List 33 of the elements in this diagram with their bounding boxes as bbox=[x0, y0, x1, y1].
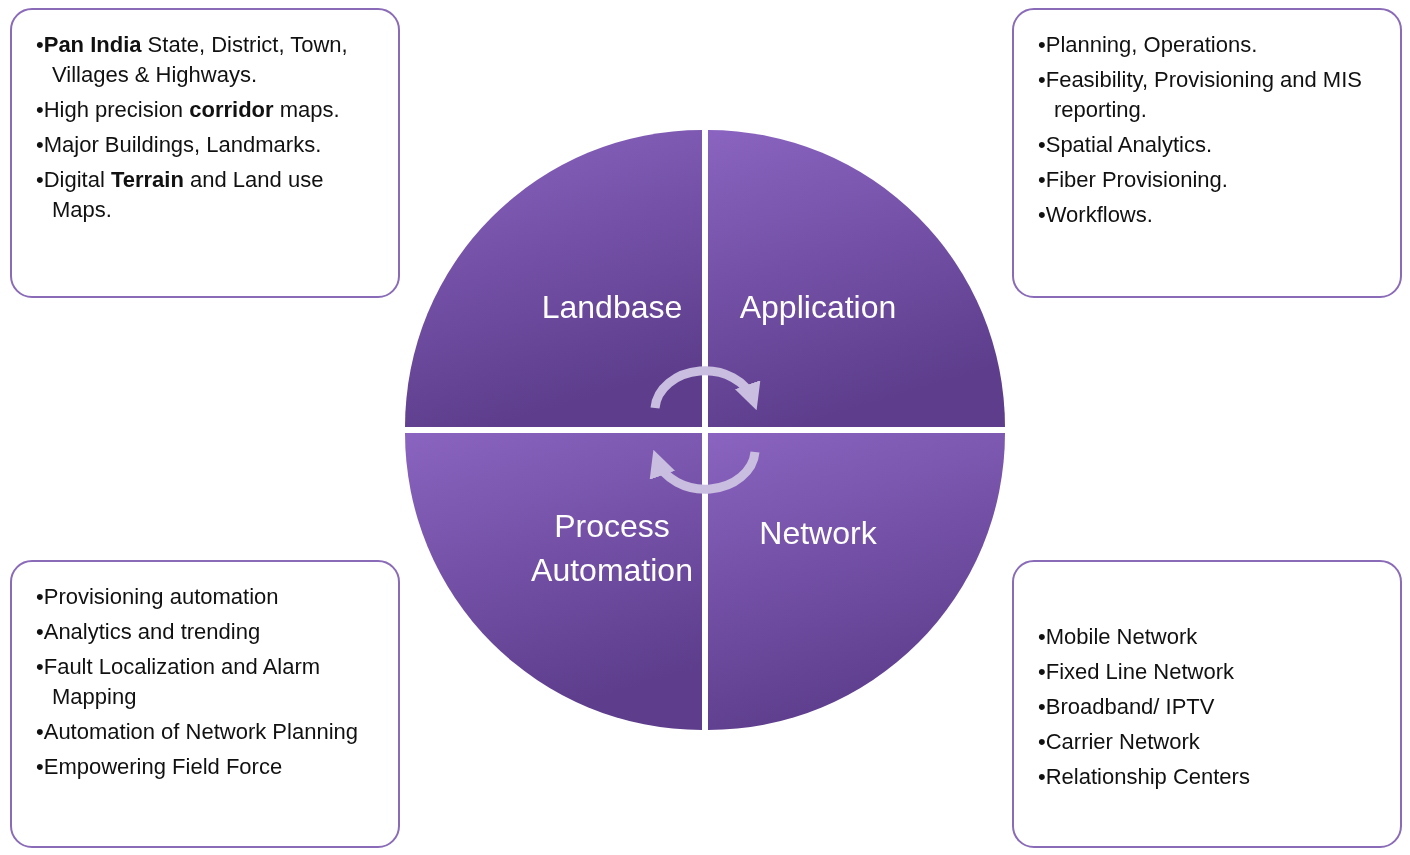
quadrant-title: Landbase bbox=[541, 288, 683, 327]
curved-arrow bbox=[650, 366, 759, 410]
text-box bbox=[10, 560, 400, 848]
text-box bbox=[1012, 8, 1402, 298]
bullet-item: •Major Buildings, Landmarks. bbox=[36, 131, 323, 159]
bullet-item: •Fiber Provisioning. bbox=[1038, 166, 1229, 194]
quadrant-title: Network bbox=[759, 514, 877, 553]
bullet-item: •Feasibility, Provisioning and MIS reporting. bbox=[1038, 66, 1363, 124]
quadrant-segment bbox=[405, 433, 702, 730]
quadrant-segment bbox=[405, 130, 702, 427]
bullet-item: •Spatial Analytics. bbox=[1038, 131, 1213, 159]
bullet-item: •Pan India State, District, Town, Villages & Highways. bbox=[36, 31, 349, 89]
bullet-item: •Workflows. bbox=[1038, 201, 1154, 229]
bullet-item: •Fixed Line Network bbox=[1038, 658, 1235, 686]
bullet-item: •Broadband/ IPTV bbox=[1038, 693, 1216, 721]
bullet-item: •Planning, Operations. bbox=[1038, 31, 1259, 59]
quadrant-segment bbox=[708, 433, 1005, 730]
quadrant-title: Process Automation bbox=[530, 507, 694, 590]
text-box bbox=[1012, 560, 1402, 848]
quadrant-segment bbox=[708, 130, 1005, 427]
bullet-item: •Automation of Network Planning bbox=[36, 718, 359, 746]
text-box bbox=[10, 8, 400, 298]
bullet-item: •Carrier Network bbox=[1038, 728, 1201, 756]
bullet-item: •Mobile Network bbox=[1038, 623, 1199, 651]
bullet-item: •Digital Terrain and Land use Maps. bbox=[36, 166, 325, 224]
bullet-item: •Fault Localization and Alarm Mapping bbox=[36, 653, 322, 711]
bullet-item: •Relationship Centers bbox=[1038, 763, 1251, 791]
curved-arrow bbox=[651, 450, 760, 494]
bullet-item: •Provisioning automation bbox=[36, 583, 280, 611]
bullet-item: •High precision corridor maps. bbox=[36, 96, 341, 124]
bullet-item: •Analytics and trending bbox=[36, 618, 262, 646]
bullet-item: •Empowering Field Force bbox=[36, 753, 284, 781]
quadrant-title: Application bbox=[739, 288, 897, 327]
